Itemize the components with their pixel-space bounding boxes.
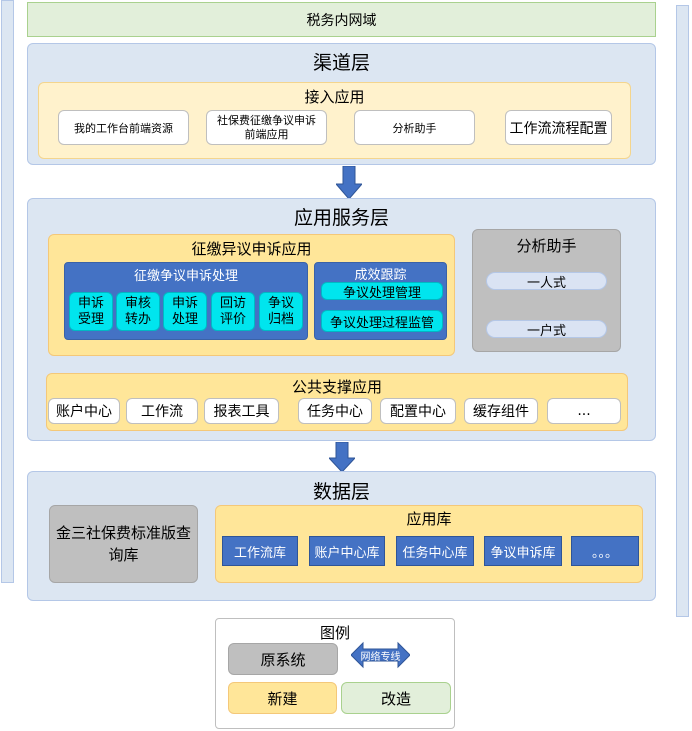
support-item-report: 报表工具: [204, 398, 279, 424]
public-support-title: 公共支撑应用: [291, 377, 382, 396]
access-item-dispute-frontend: 社保费征缴争议申诉前端应用: [206, 110, 327, 145]
process-item-handle: 申诉处理: [163, 292, 207, 331]
intranet-domain-bar: 税务内网域: [27, 2, 656, 37]
support-item-cache: 缓存组件: [464, 398, 538, 424]
support-item-task: 任务中心: [298, 398, 372, 424]
legend-modified: 改造: [341, 682, 451, 714]
dispute-app-title: 征缴异议申诉应用: [191, 239, 312, 258]
process-item-feedback: 回访评价: [211, 292, 255, 331]
analysis-title: 分析助手: [516, 236, 577, 255]
process-item-review: 审核转办: [116, 292, 160, 331]
right-side-bar: [676, 5, 689, 617]
tracking-title: 成效跟踪: [354, 267, 407, 283]
tracking-item-supervision: 争议处理过程监管: [321, 310, 443, 332]
process-item-archive: 争议归档: [259, 292, 303, 331]
channel-layer-title: 渠道层: [312, 51, 370, 74]
db-item-account: 账户中心库: [309, 536, 385, 566]
analysis-item-person: 一人式: [486, 272, 607, 291]
db-item-more: 。。。: [571, 536, 639, 566]
access-item-workflow-config: 工作流流程配置: [505, 110, 612, 145]
db-item-task: 任务中心库: [396, 536, 474, 566]
data-layer-title: 数据层: [312, 480, 370, 503]
app-db-title: 应用库: [406, 509, 452, 528]
tracking-item-management: 争议处理管理: [321, 282, 443, 301]
down-arrow-icon: [336, 166, 362, 199]
access-item-workbench: 我的工作台前端资源: [58, 110, 189, 145]
legend-network-label: 网络专线: [360, 651, 401, 663]
db-item-workflow: 工作流库: [222, 536, 298, 566]
dispute-processing-title: 征缴争议申诉处理: [133, 268, 238, 284]
down-arrow-icon: [329, 442, 355, 472]
analysis-item-household: 一户式: [486, 320, 607, 339]
double-arrow-icon: [351, 641, 410, 669]
process-item-accept: 申诉受理: [69, 292, 113, 331]
query-db-box: 金三社保费标准版查询库: [49, 505, 198, 583]
legend-original-system: 原系统: [228, 643, 338, 675]
support-item-account: 账户中心: [48, 398, 120, 424]
access-app-title: 接入应用: [304, 87, 365, 106]
legend-new-build: 新建: [228, 682, 337, 714]
legend-title: 图例: [319, 623, 350, 642]
support-item-more: ...: [547, 398, 621, 424]
support-item-workflow: 工作流: [126, 398, 198, 424]
support-item-config: 配置中心: [380, 398, 456, 424]
access-item-analysis: 分析助手: [354, 110, 475, 145]
left-side-bar: [1, 0, 14, 583]
app-service-layer-title: 应用服务层: [293, 206, 389, 229]
db-item-dispute: 争议申诉库: [484, 536, 562, 566]
